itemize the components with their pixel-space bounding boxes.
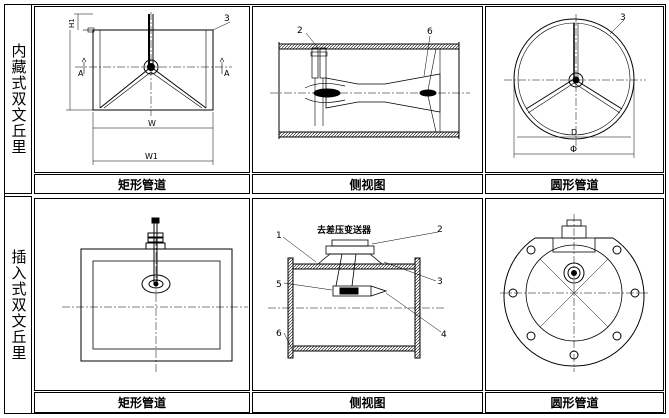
round1-callout-phi: Φ [570, 145, 577, 155]
row1-label: 内藏式双文丘里 [4, 4, 32, 194]
rect-callout-a-right: A [224, 69, 230, 78]
side2-title: 去差压变送器 [317, 224, 372, 236]
row2-label-text: 插入式双文丘里 [9, 249, 28, 361]
round1-callout-d: D [571, 128, 577, 137]
row2-side-drawing [268, 231, 444, 359]
rect-callout-w1: W1 [145, 152, 158, 161]
rect-callout-3: 3 [224, 14, 230, 24]
row1-label-text: 内藏式双文丘里 [9, 43, 28, 155]
row2-rect-cell [34, 198, 250, 391]
side2-callout-2: 2 [437, 225, 443, 235]
row2-label-cell [4, 196, 32, 414]
row1-label-cell [4, 4, 32, 194]
side1-callout-2: 2 [297, 26, 303, 36]
row1-side-drawing [270, 32, 470, 139]
row2-caption-round: 圆形管道 [485, 392, 664, 413]
side2-callout-1: 1 [276, 231, 282, 241]
side2-callout-4: 4 [441, 330, 447, 340]
row2-rect-drawing [62, 217, 248, 372]
rect-callout-a-left: A [78, 69, 84, 78]
round1-callout-3: 3 [620, 13, 626, 23]
round2-flange [503, 237, 645, 367]
side2-callout-3: 3 [437, 277, 443, 287]
row2-label: 插入式双文丘里 [4, 196, 32, 414]
rect-callout-h1: H1 [68, 18, 76, 28]
rect-callout-w: W [148, 119, 156, 128]
row2-round-drawing [500, 214, 648, 372]
row1-rect-drawing [66, 12, 232, 165]
row1-caption-rect: 矩形管道 [34, 174, 250, 194]
row1-caption-side: 侧视图 [252, 174, 483, 194]
side2-callout-5: 5 [276, 280, 282, 290]
row1-side-cell [252, 6, 483, 173]
row2-caption-side: 侧视图 [252, 392, 483, 413]
row2-caption-rect: 矩形管道 [34, 392, 250, 413]
side1-callout-6: 6 [427, 27, 433, 37]
row1-round-drawing [504, 14, 646, 158]
side2-callout-6: 6 [276, 329, 282, 339]
row1-caption-round: 圆形管道 [485, 174, 664, 194]
